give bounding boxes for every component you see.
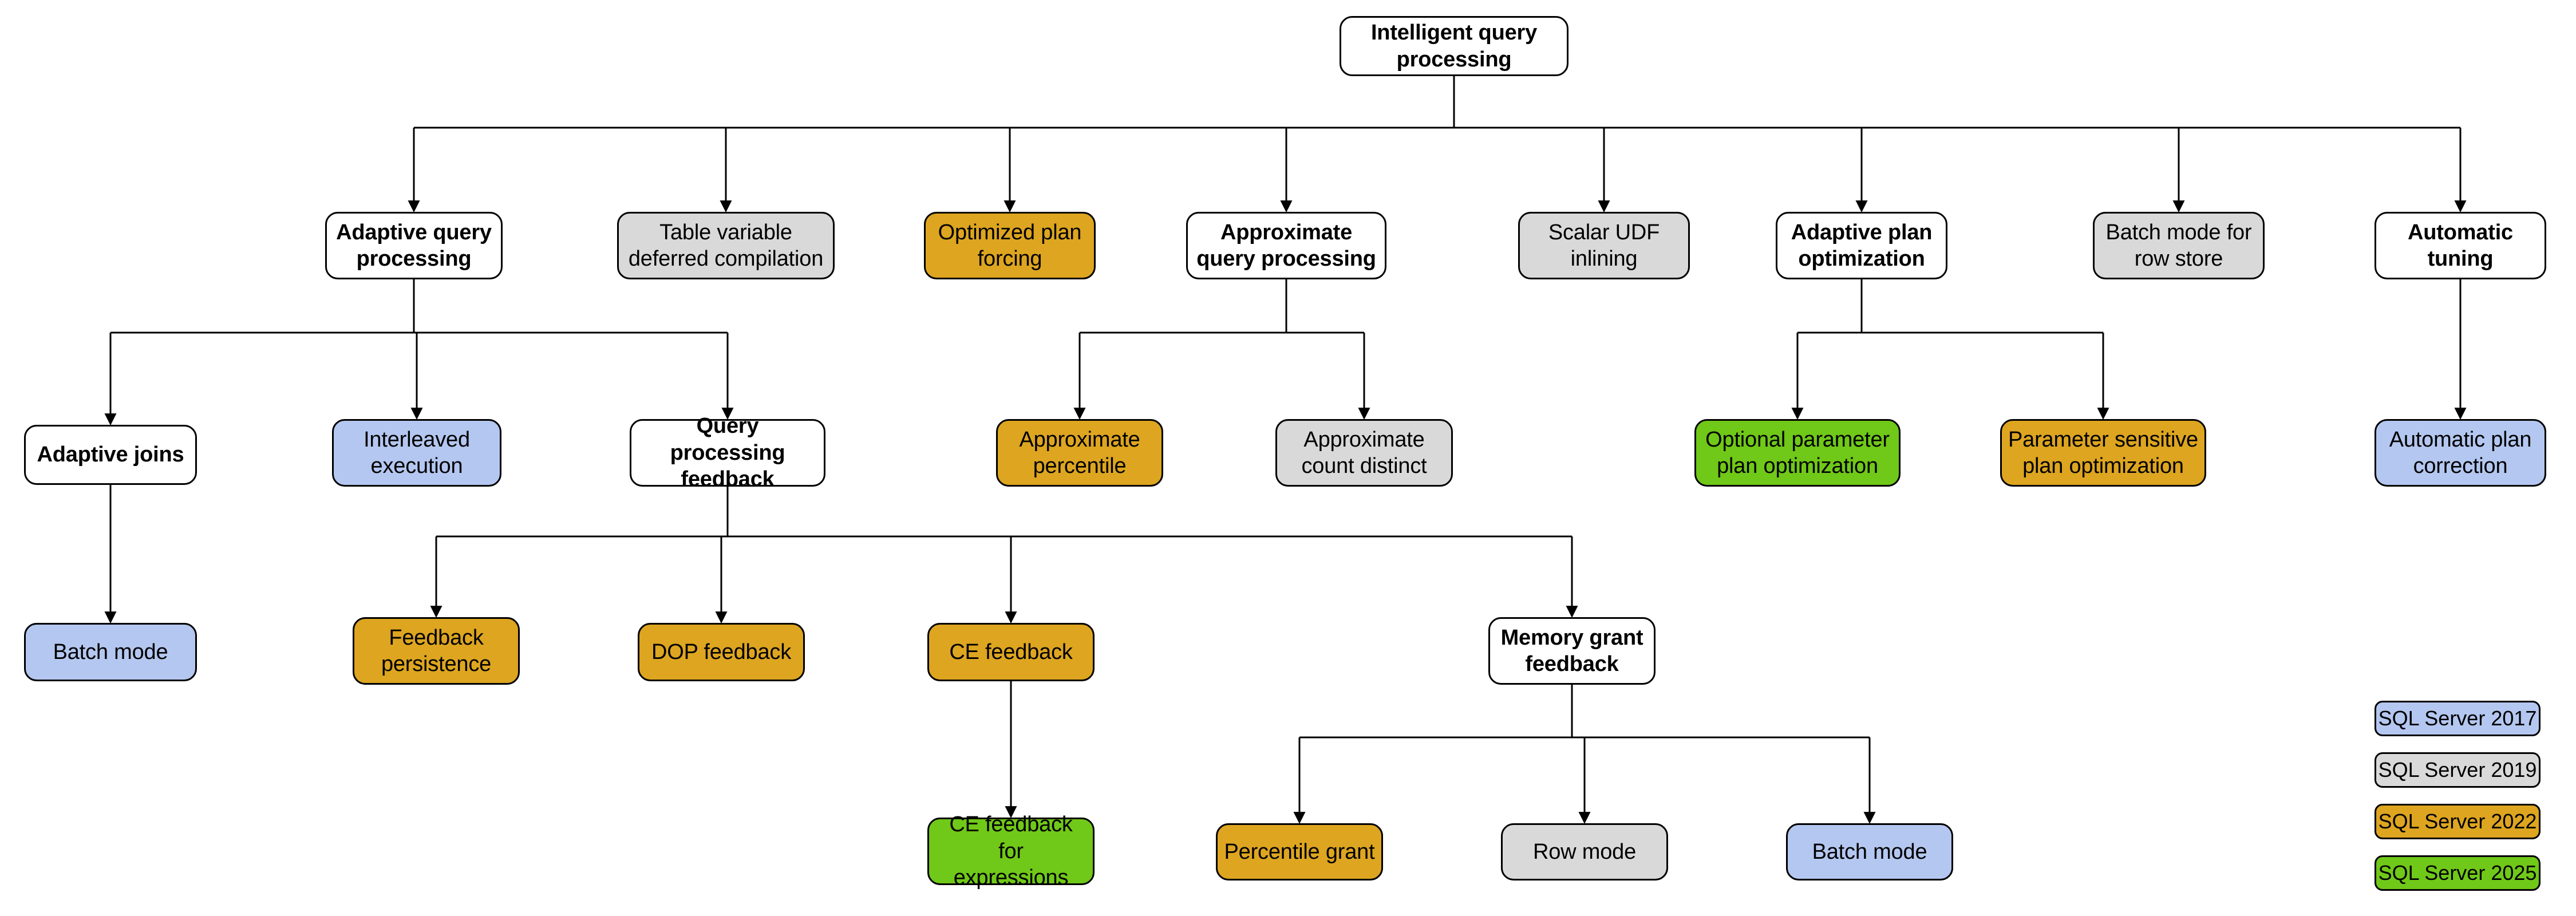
node-batchmode1[interactable]: Batch mode bbox=[24, 623, 197, 681]
node-rowmode[interactable]: Row mode bbox=[1501, 823, 1668, 881]
node-interleaved[interactable]: Interleaved execution bbox=[332, 419, 501, 487]
node-approxcd[interactable]: Approximate count distinct bbox=[1275, 419, 1453, 487]
node-approxqp[interactable]: Approximate query processing bbox=[1186, 212, 1386, 279]
node-adaptivejoins[interactable]: Adaptive joins bbox=[24, 425, 197, 485]
node-cefbexpr[interactable]: CE feedback for expressions bbox=[927, 812, 1095, 890]
node-approxpct[interactable]: Approximate percentile bbox=[996, 419, 1163, 487]
legend-item-sql-server-2025: SQL Server 2025 bbox=[2374, 855, 2541, 891]
node-cefb[interactable]: CE feedback bbox=[927, 623, 1095, 681]
node-opf[interactable]: Optimized plan forcing bbox=[924, 212, 1096, 279]
node-root[interactable]: Intelligent query processing bbox=[1340, 16, 1568, 76]
node-qpf[interactable]: Query processing feedback bbox=[630, 414, 825, 491]
node-dopfb[interactable]: DOP feedback bbox=[638, 623, 805, 681]
legend-item-sql-server-2017: SQL Server 2017 bbox=[2374, 701, 2541, 736]
node-apc[interactable]: Automatic plan correction bbox=[2374, 419, 2546, 487]
node-aqp[interactable]: Adaptive query processing bbox=[325, 212, 503, 279]
node-mgf[interactable]: Memory grant feedback bbox=[1488, 617, 1656, 685]
node-apo[interactable]: Adaptive plan optimization bbox=[1776, 212, 1947, 279]
node-pctgrant[interactable]: Percentile grant bbox=[1216, 823, 1383, 881]
node-batchmode2[interactable]: Batch mode bbox=[1786, 823, 1953, 881]
node-fbpersist[interactable]: Feedback persistence bbox=[353, 617, 520, 685]
node-autotune[interactable]: Automatic tuning bbox=[2374, 212, 2546, 279]
legend-item-sql-server-2022: SQL Server 2022 bbox=[2374, 804, 2541, 839]
node-pspo[interactable]: Parameter sensitive plan optimization bbox=[2000, 419, 2206, 487]
node-udf[interactable]: Scalar UDF inlining bbox=[1518, 212, 1690, 279]
legend-item-sql-server-2019: SQL Server 2019 bbox=[2374, 752, 2541, 788]
node-oppo[interactable]: Optional parameter plan optimization bbox=[1694, 419, 1901, 487]
node-tvdc[interactable]: Table variable deferred compilation bbox=[617, 212, 835, 279]
node-bmrs[interactable]: Batch mode for row store bbox=[2093, 212, 2265, 279]
